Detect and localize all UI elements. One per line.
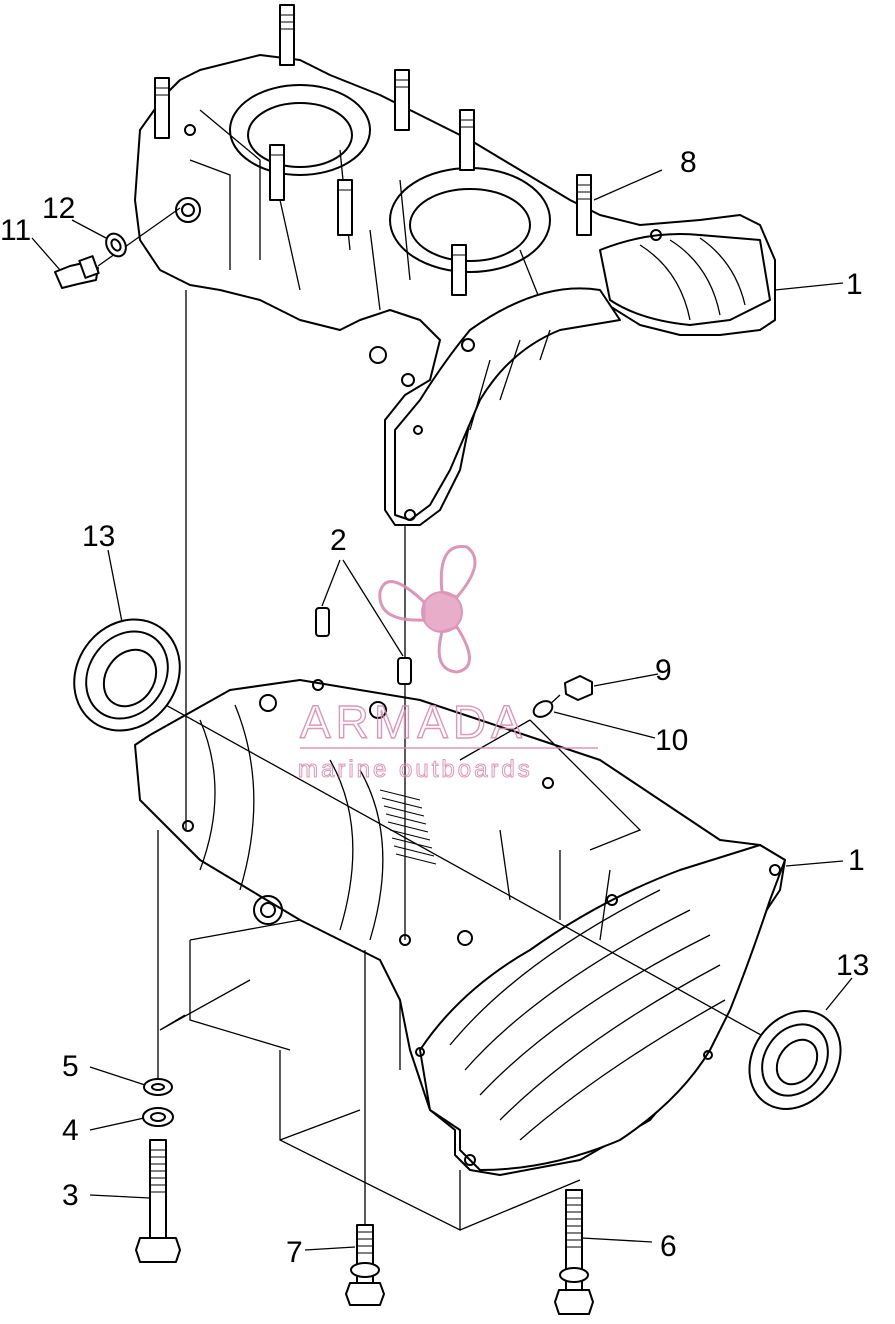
cylinder-studs (154, 4, 592, 296)
bolt-part-3 (135, 1139, 181, 1263)
callout-1-upper: 1 (846, 268, 863, 301)
callout-10: 10 (655, 724, 688, 757)
bolt-part-6 (554, 1189, 594, 1315)
callout-11: 11 (0, 214, 31, 247)
washer-part-5 (143, 1078, 173, 1096)
oil-seal-part-13-left (73, 618, 181, 732)
callout-12: 12 (42, 192, 75, 225)
washer-part-10 (459, 700, 554, 761)
callout-8: 8 (680, 146, 697, 179)
callout-2: 2 (330, 524, 347, 557)
callout-1-lower: 1 (848, 844, 865, 877)
callout-13-right: 13 (836, 949, 869, 982)
callout-7: 7 (286, 1236, 303, 1269)
watermark-title: ARMADA (300, 696, 527, 748)
callout-9: 9 (655, 654, 672, 687)
phantom-box-lines (159, 719, 642, 1232)
lock-washer-part-4 (142, 1107, 174, 1127)
bolt-part-7 (345, 1224, 385, 1306)
callout-4: 4 (62, 1114, 79, 1147)
watermark-subtitle: marine outboards (298, 756, 533, 783)
callout-13-left: 13 (82, 520, 115, 553)
dowel-pins-part-2 (315, 559, 412, 685)
lower-crankcase (134, 679, 786, 1176)
alignment-lines (125, 290, 771, 1230)
oil-seal-part-13-right (748, 1010, 842, 1110)
crank-bearing-area (379, 789, 437, 865)
callout-5: 5 (62, 1050, 79, 1083)
washer-part-12 (105, 232, 127, 258)
plug-part-9 (547, 675, 593, 707)
callout-3: 3 (62, 1179, 79, 1212)
callout-6: 6 (660, 1230, 677, 1263)
fitting-part-11 (54, 207, 181, 289)
stud-part-8 (576, 174, 592, 236)
armada-watermark: ARMADA marine outboards (298, 545, 598, 784)
propeller-icon (378, 545, 477, 674)
leader-lines (31, 169, 853, 1251)
